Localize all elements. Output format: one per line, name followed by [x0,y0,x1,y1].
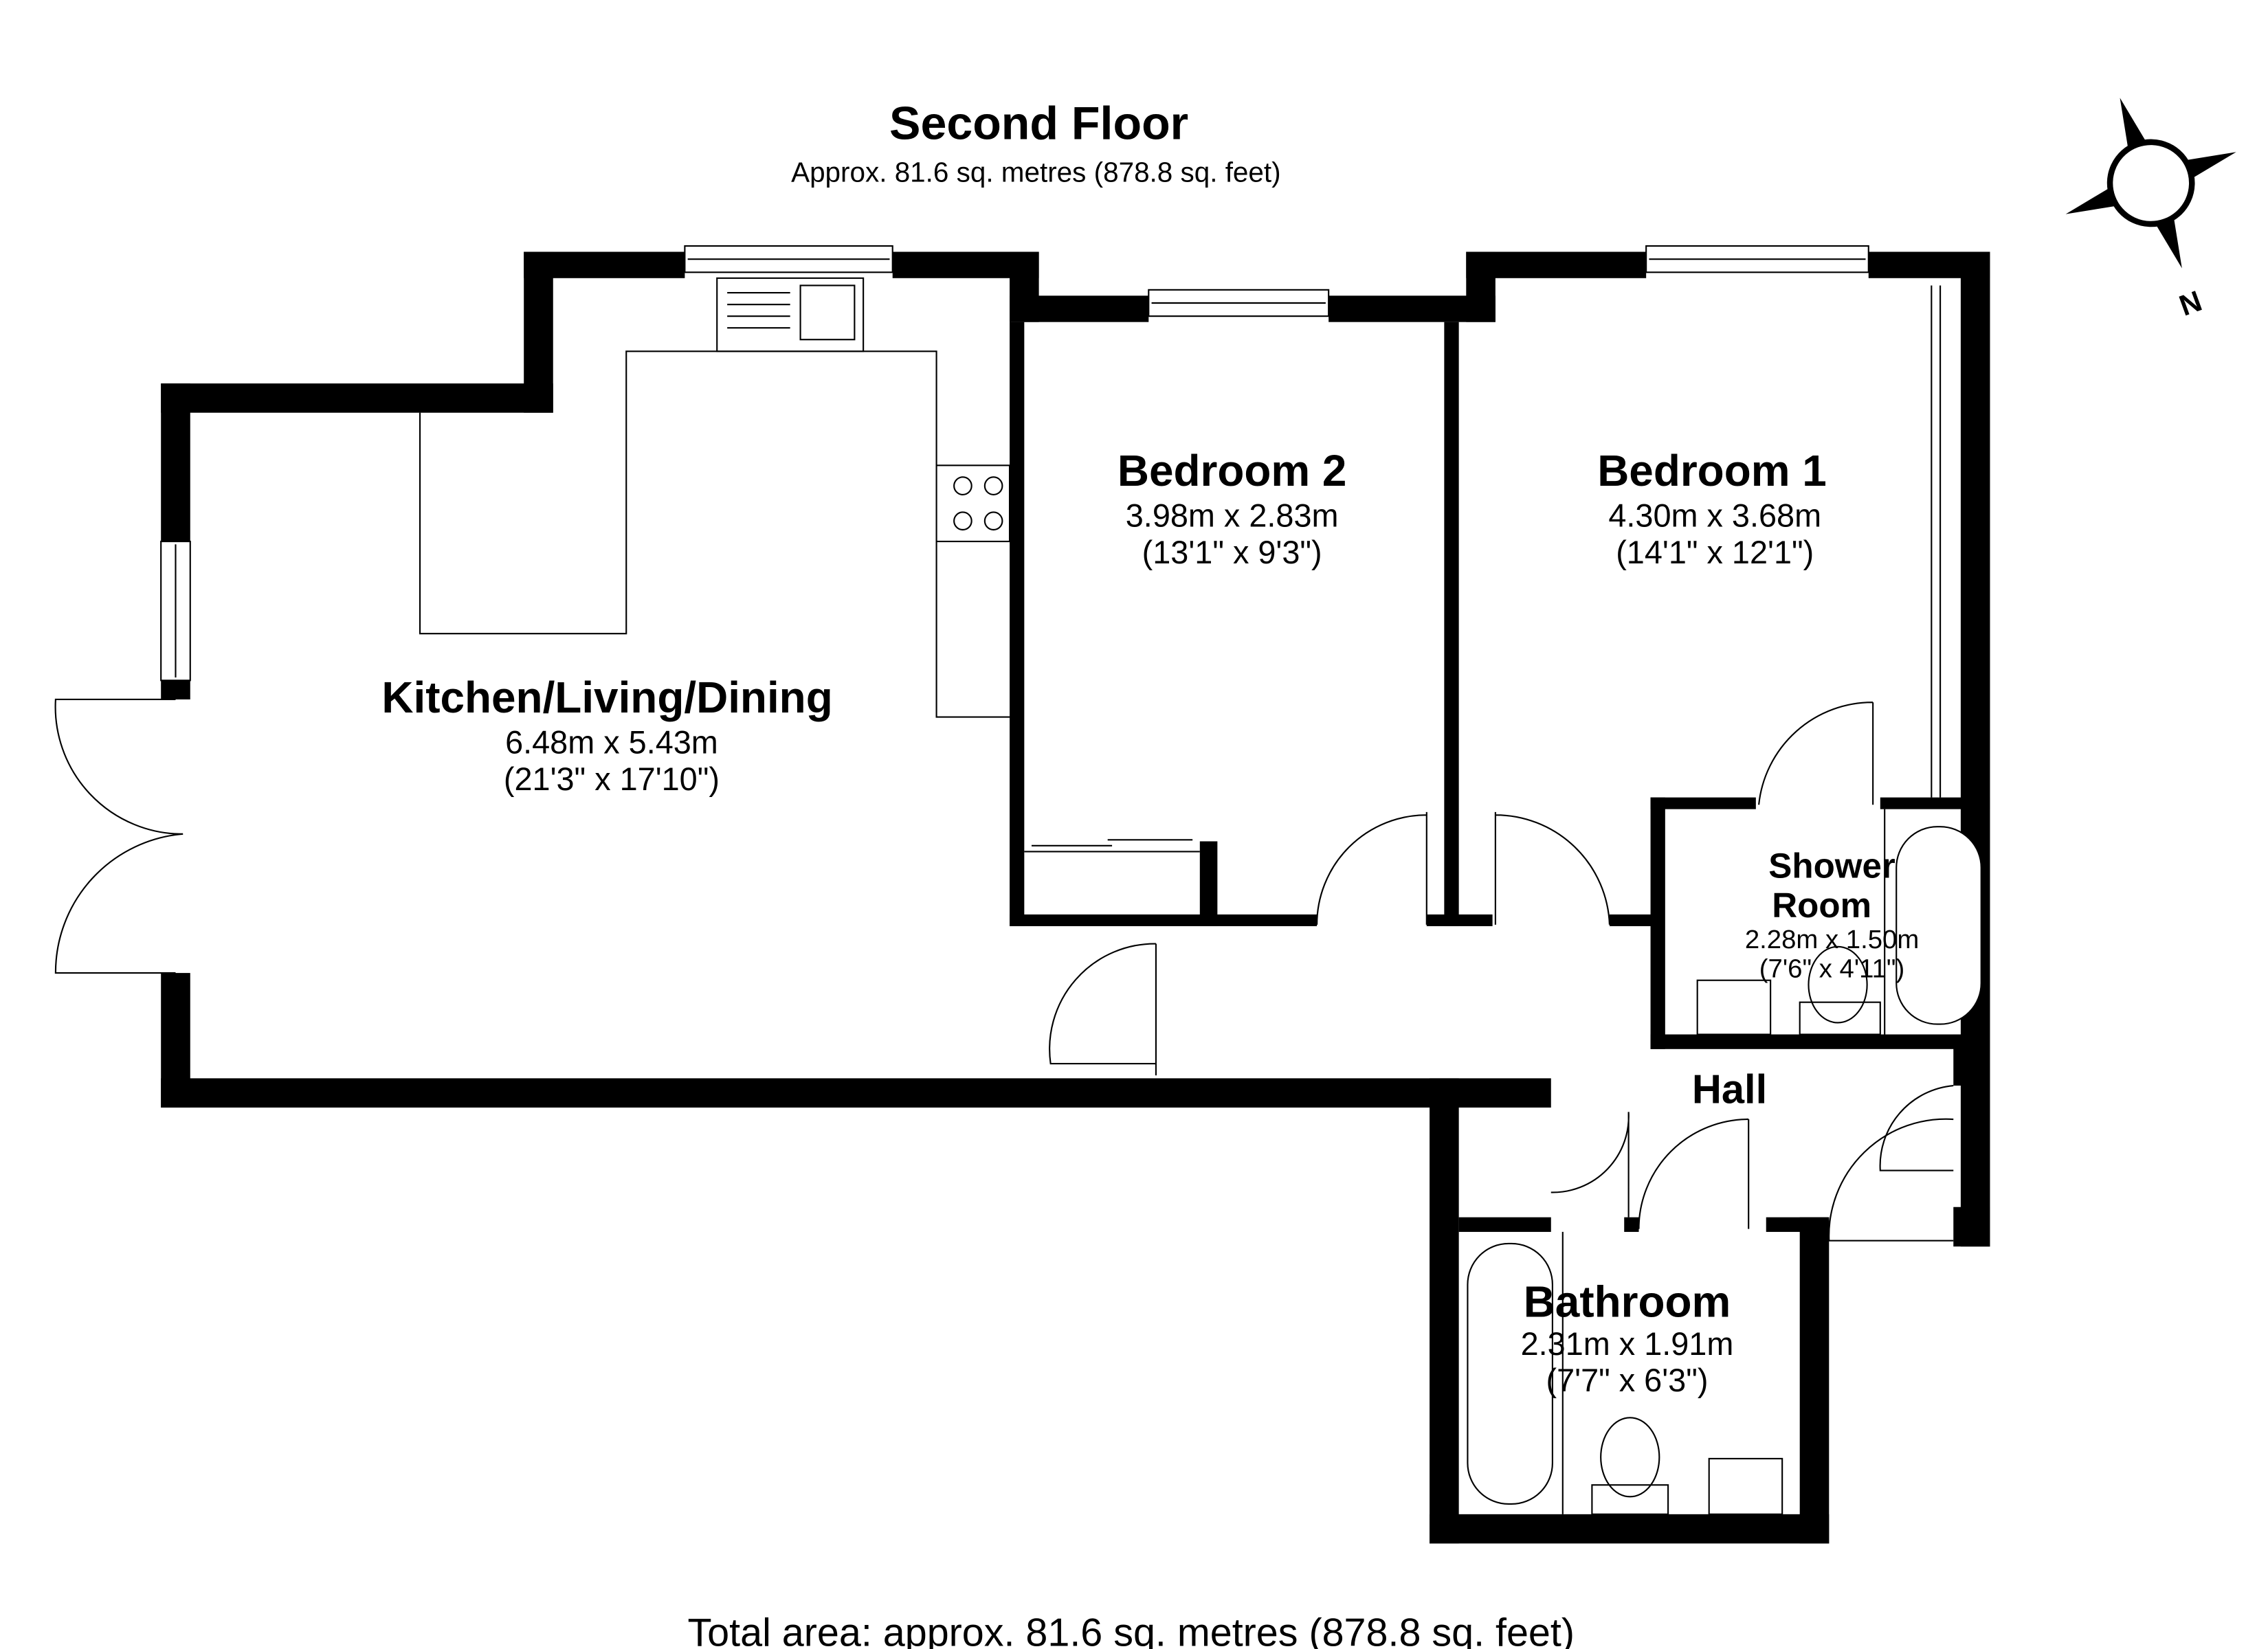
total-area: Total area: approx. 81.6 sq. metres (878… [687,1611,1575,1649]
room-imperial: (7'6" x 4'11") [1759,954,1905,983]
room-bathroom: Bathroom 2.31m x 1.91m (7'7" x 6'3") [1521,1277,1734,1398]
walls [161,251,1990,1544]
room-name: Bedroom 1 [1597,446,1827,495]
doors [54,698,1954,1242]
room-metric: 4.30m x 3.68m [1608,498,1821,534]
plan-subtitle: Approx. 81.6 sq. metres (878.8 sq. feet) [791,156,1281,188]
room-bedroom-2: Bedroom 2 3.98m x 2.83m (13'1" x 9'3") [1118,446,1347,570]
room-imperial: (14'1" x 12'1") [1616,535,1814,570]
room-name-line1: Shower [1768,846,1895,886]
room-metric: 2.28m x 1.50m [1745,925,1919,954]
room-metric: 2.31m x 1.91m [1521,1326,1734,1362]
room-imperial: (7'7" x 6'3") [1546,1362,1709,1398]
room-name: Bathroom [1524,1277,1731,1326]
room-name: Bedroom 2 [1118,446,1347,495]
room-metric: 6.48m x 5.43m [505,725,718,761]
windows [160,245,1869,682]
room-hall: Hall [1692,1066,1767,1112]
room-name: Hall [1692,1066,1767,1112]
room-kitchen-living-dining: Kitchen/Living/Dining 6.48m x 5.43m (21'… [381,673,832,797]
room-name-line2: Room [1772,886,1871,925]
plan-title: Second Floor [889,98,1188,150]
room-bedroom-1: Bedroom 1 4.30m x 3.68m (14'1" x 12'1") [1597,446,1827,570]
compass-north-label: N [2175,284,2206,323]
room-metric: 3.98m x 2.83m [1126,498,1339,534]
room-imperial: (13'1" x 9'3") [1142,535,1322,570]
fixtures [419,277,1982,1515]
room-shower-room: Shower Room 2.28m x 1.50m (7'6" x 4'11") [1745,846,1919,984]
room-name: Kitchen/Living/Dining [381,673,832,722]
compass-icon [2065,98,2236,269]
room-imperial: (21'3" x 17'10") [504,761,720,797]
